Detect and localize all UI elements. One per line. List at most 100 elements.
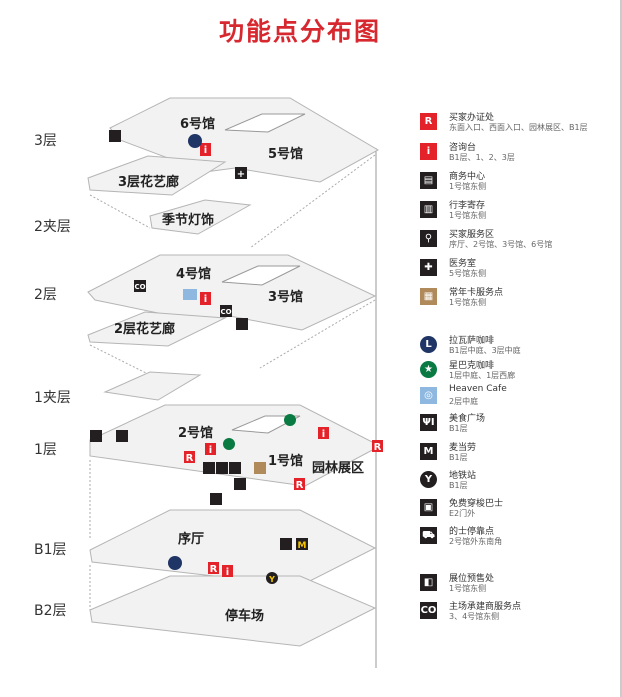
legend-item-location: 1号馆东侧 xyxy=(449,182,487,191)
svg-text:R: R xyxy=(374,442,382,453)
floor-label-b1: B1层 xyxy=(34,542,67,558)
info-icon xyxy=(200,143,211,156)
legend-item-location: 1层中庭、1层西廊 xyxy=(449,371,516,380)
legend-item-location: 5号馆东侧 xyxy=(449,269,487,278)
registration-icon xyxy=(372,440,383,452)
legend-item: ◧ 展位预售处 1号馆东侧 xyxy=(420,573,620,601)
svg-text:+: + xyxy=(237,169,245,180)
legend-item-name: 美食广场 xyxy=(449,414,486,424)
legend-item-name: 展位预售处 xyxy=(449,574,495,584)
dash-line xyxy=(89,344,151,376)
label-seasonal-lights: 季节灯饰 xyxy=(161,212,214,228)
luggage-icon xyxy=(216,462,228,474)
legend-item-name: 咨询台 xyxy=(449,143,477,153)
page-title: 功能点分布图 xyxy=(218,17,381,46)
floor-3-gallery-slab xyxy=(87,155,227,196)
shuttle-bus-icon: ▣ xyxy=(420,499,437,516)
registration-icon xyxy=(294,478,305,490)
luggage-icon: ▥ xyxy=(420,201,437,218)
taxi-icon xyxy=(90,430,102,442)
info-icon-glyph: i xyxy=(204,145,207,156)
legend-item: ▥ 行李寄存 1号馆东侧 xyxy=(420,200,620,228)
floor-label-2f: 2层 xyxy=(34,287,57,303)
legend-item-name: 麦当劳 xyxy=(449,443,477,453)
svg-text:R: R xyxy=(296,480,304,491)
info-icon xyxy=(205,443,216,455)
floor-2m-slab xyxy=(149,199,252,235)
buyer-service-icon xyxy=(109,130,121,142)
legend-item-location: 1号馆东侧 xyxy=(449,211,487,220)
lavazza-icon xyxy=(168,556,182,570)
floor-2-gallery-slab xyxy=(87,311,227,347)
legend-item-location: E2门外 xyxy=(449,509,476,518)
starbucks-icon xyxy=(223,438,235,450)
atrium-3 xyxy=(224,113,306,133)
label-garden-area: 园林展区 xyxy=(312,460,364,476)
metro-icon xyxy=(266,572,278,584)
legend-item-location: 1号馆东侧 xyxy=(449,584,487,593)
legend-item-name: 医务室 xyxy=(449,259,477,269)
svg-text:CO: CO xyxy=(220,308,231,316)
lavazza-icon: L xyxy=(420,336,437,353)
label-parking: 停车场 xyxy=(225,608,264,624)
label-lobby: 序厅 xyxy=(178,531,204,547)
legend-item-name: 星巴克咖啡 xyxy=(449,361,495,371)
buyer-service-icon xyxy=(116,430,128,442)
floor-2-slab xyxy=(87,254,377,331)
info-icon xyxy=(200,292,211,305)
legend-item: ✚ 医务室 5号馆东侧 xyxy=(420,258,620,286)
legend-item-location: B1层、1、2、3层 xyxy=(449,153,515,162)
food-court-icon: ΨI xyxy=(420,414,437,431)
legend-item-name: 商务中心 xyxy=(449,172,486,182)
floor-1m-slab xyxy=(103,371,202,401)
right-border xyxy=(620,0,622,697)
legend-item: ⛟ 的士停靠点 2号馆外东南角 xyxy=(420,526,620,554)
legend-item-location: B1层中庭、3层中庭 xyxy=(449,346,521,355)
contractor-service-icon xyxy=(134,280,146,292)
svg-text:CO: CO xyxy=(134,283,145,291)
legend-item-location: 1号馆东侧 xyxy=(449,298,487,307)
legend-item-name: Heaven Cafe xyxy=(449,384,507,394)
legend-item: CO 主场承建商服务点 3、4号馆东侧 xyxy=(420,601,620,629)
buyer-service-icon xyxy=(210,493,222,505)
svg-text:i: i xyxy=(209,445,212,456)
legend-item: i 咨询台 B1层、1、2、3层 xyxy=(420,142,620,170)
floor-label-b2: B2层 xyxy=(34,603,67,619)
heaven-cafe-icon xyxy=(183,289,197,300)
legend-item-location: B1层 xyxy=(449,481,468,490)
booth-presale-icon: ◧ xyxy=(420,574,437,591)
info-icon xyxy=(222,565,233,577)
legend-item-name: 买家办证处 xyxy=(449,113,495,123)
contractor-service-icon: CO xyxy=(420,602,437,619)
legend-item-location: 东面入口、西面入口、园林展区、B1层 xyxy=(449,123,588,132)
dash-line xyxy=(249,154,376,249)
legend-item: ◎ Heaven Cafe 2层中庭 xyxy=(420,384,620,414)
legend-item: L 拉瓦萨咖啡 B1层中庭、3层中庭 xyxy=(420,335,620,363)
registration-icon: R xyxy=(420,113,437,130)
mcdonalds-icon: M xyxy=(420,443,437,460)
legend-item-name: 的士停靠点 xyxy=(449,527,495,537)
info-icon xyxy=(318,427,329,439)
atrium-2 xyxy=(221,265,301,286)
lavazza-icon xyxy=(188,134,202,148)
legend-item: ΨI 美食广场 B1层 xyxy=(420,413,620,441)
annual-card-icon: ▦ xyxy=(420,288,437,305)
svg-text:Y: Y xyxy=(268,575,275,584)
svg-text:R: R xyxy=(210,564,218,575)
label-hall-1: 1号馆 xyxy=(268,453,303,469)
svg-text:M: M xyxy=(298,541,307,551)
label-hall-5: 5号馆 xyxy=(268,146,303,162)
legend-item: Y 地铁站 B1层 xyxy=(420,470,620,498)
food-court-icon xyxy=(280,538,292,550)
floor-label-1f: 1层 xyxy=(34,442,57,458)
svg-text:i: i xyxy=(226,567,229,578)
legend-item: ★ 星巴克咖啡 1层中庭、1层西廊 xyxy=(420,360,620,388)
booth-presale-icon xyxy=(229,462,241,474)
starbucks-icon xyxy=(284,414,296,426)
floor-label-3f: 3层 xyxy=(34,133,57,149)
annual-card-icon xyxy=(254,462,266,474)
taxi-icon: ⛟ xyxy=(420,527,437,544)
floor-label-1m: 1夹层 xyxy=(34,390,71,406)
mcdonalds-icon xyxy=(296,538,308,550)
